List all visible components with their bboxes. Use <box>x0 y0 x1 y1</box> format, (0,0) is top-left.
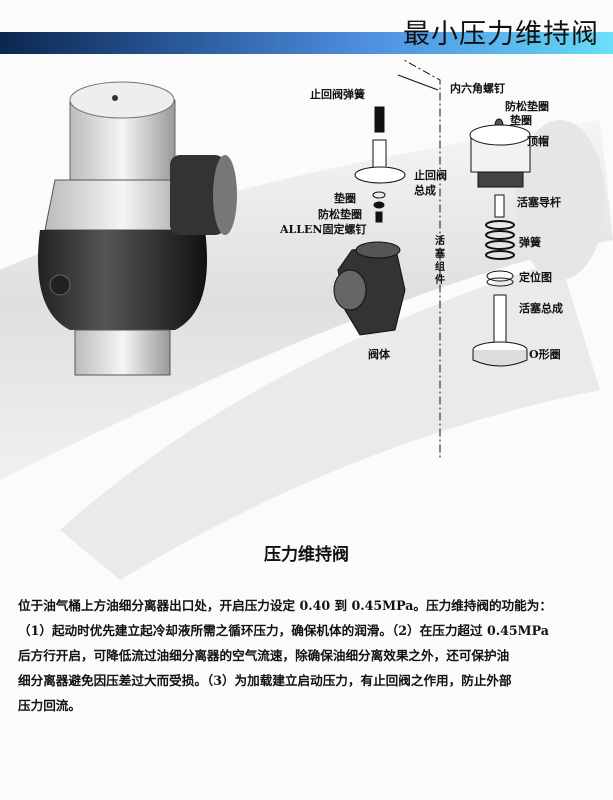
label-lock-washer-right: 防松垫圈 <box>505 100 549 113</box>
description-line: 细分离器避免因压差过大而受损。（3）为加载建立启动压力，有止回阀之作用，防止外部 <box>18 673 512 688</box>
label-hex-socket-screw: 内六角螺钉 <box>450 82 505 95</box>
label-valve-body: 阀体 <box>368 348 390 361</box>
label-o-ring: O形圈 <box>529 348 561 361</box>
label-allen-screw: ALLEN固定螺钉 <box>280 223 367 236</box>
label-washer-left: 垫圈 <box>334 192 356 205</box>
label-top-cap: 顶帽 <box>527 135 549 148</box>
label-check-valve-assembly-1: 止回阀 <box>414 169 447 182</box>
exploded-diagram <box>333 60 531 460</box>
label-spring: 弹簧 <box>519 236 541 249</box>
valve-photo <box>38 81 237 376</box>
label-washer-right: 垫圈 <box>510 114 532 127</box>
label-check-valve-spring: 止回阀弹簧 <box>310 88 365 101</box>
label-piston-guide: 活塞导杆 <box>517 196 561 209</box>
label-piston-component: 活塞组件 <box>435 236 445 286</box>
screw-rotor-background <box>0 60 613 580</box>
page-title: 最小压力维持阀 <box>403 19 599 50</box>
label-piston-assembly: 活塞总成 <box>519 302 563 315</box>
description: 位于油气桶上方油细分离器出口处，开启压力设定 0.40 到 0.45MPa。压力… <box>18 593 598 718</box>
description-line: 后方行开启，可降低流过油细分离器的空气流速，除确保油细分离效果之外，还可保护油 <box>18 648 510 663</box>
description-line: 压力回流。 <box>18 698 81 713</box>
description-line: 位于油气桶上方油细分离器出口处，开启压力设定 0.40 到 0.45MPa。压力… <box>18 598 552 613</box>
label-lock-washer-left: 防松垫圈 <box>318 208 362 221</box>
label-locating-ring: 定位图 <box>519 271 552 284</box>
label-check-valve-assembly-2: 总成 <box>414 184 436 197</box>
figure-caption: 压力维持阀 <box>264 545 349 565</box>
header-gradient-bar <box>0 32 613 54</box>
description-line: （1）起动时优先建立起冷却液所需之循环压力，确保机体的润滑。（2）在压力超过 0… <box>18 623 549 638</box>
